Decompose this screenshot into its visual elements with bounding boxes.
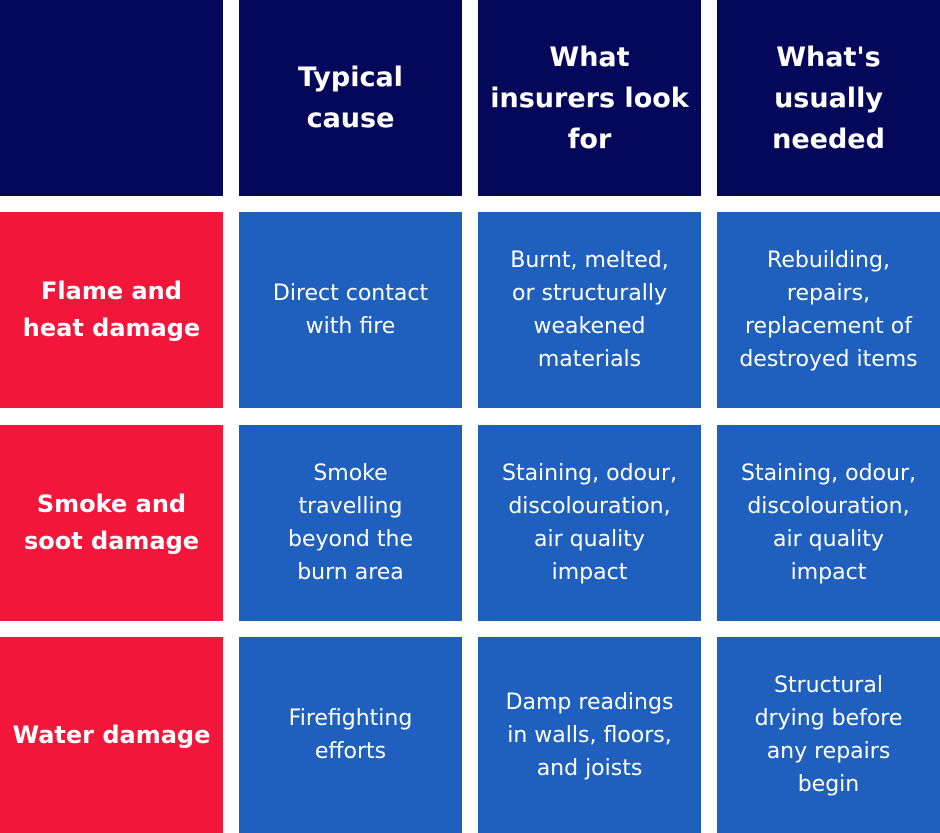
header-corner-cell bbox=[0, 0, 223, 196]
cell-text: Staining, odour, discolouration, air qua… bbox=[501, 461, 677, 585]
header-whats-usually-needed: What's usually needed bbox=[717, 0, 940, 196]
header-typical-cause-label: Typical cause bbox=[298, 62, 403, 134]
cell-text: Burnt, melted, or structurally weakened … bbox=[510, 248, 669, 372]
cell-text: Damp readings in walls, floors, and jois… bbox=[505, 689, 674, 781]
row-label-smoke-soot: Smoke and soot damage bbox=[0, 425, 223, 621]
cell-smoke-cause: Smoke travelling beyond the burn area bbox=[239, 425, 462, 621]
cell-water-look-for: Damp readings in walls, floors, and jois… bbox=[478, 637, 701, 833]
cell-text: Staining, odour, discolouration, air qua… bbox=[740, 461, 916, 585]
cell-smoke-look-for: Staining, odour, discolouration, air qua… bbox=[478, 425, 701, 621]
cell-water-needed: Structural drying before any repairs beg… bbox=[717, 637, 940, 833]
row-label-water: Water damage bbox=[0, 637, 223, 833]
cell-flame-look-for: Burnt, melted, or structurally weakened … bbox=[478, 212, 701, 408]
cell-flame-cause: Direct contact with fire bbox=[239, 212, 462, 408]
header-what-insurers-look-for: What insurers look for bbox=[478, 0, 701, 196]
cell-smoke-needed: Staining, odour, discolouration, air qua… bbox=[717, 425, 940, 621]
header-whats-usually-needed-label: What's usually needed bbox=[772, 41, 885, 155]
cell-water-cause: Firefighting efforts bbox=[239, 637, 462, 833]
row-label-text: Flame and heat damage bbox=[22, 277, 201, 342]
cell-text: Smoke travelling beyond the burn area bbox=[288, 461, 413, 585]
cell-text: Rebuilding, repairs, replacement of dest… bbox=[739, 248, 918, 372]
header-typical-cause: Typical cause bbox=[239, 0, 462, 196]
cell-flame-needed: Rebuilding, repairs, replacement of dest… bbox=[717, 212, 940, 408]
header-what-insurers-look-for-label: What insurers look for bbox=[490, 41, 689, 155]
row-label-text: Smoke and soot damage bbox=[23, 490, 200, 555]
cell-text: Structural drying before any repairs beg… bbox=[754, 673, 903, 797]
cell-text: Firefighting efforts bbox=[288, 706, 413, 764]
row-label-flame-heat: Flame and heat damage bbox=[0, 212, 223, 408]
cell-text: Direct contact with fire bbox=[272, 281, 429, 339]
row-label-text: Water damage bbox=[12, 720, 211, 749]
